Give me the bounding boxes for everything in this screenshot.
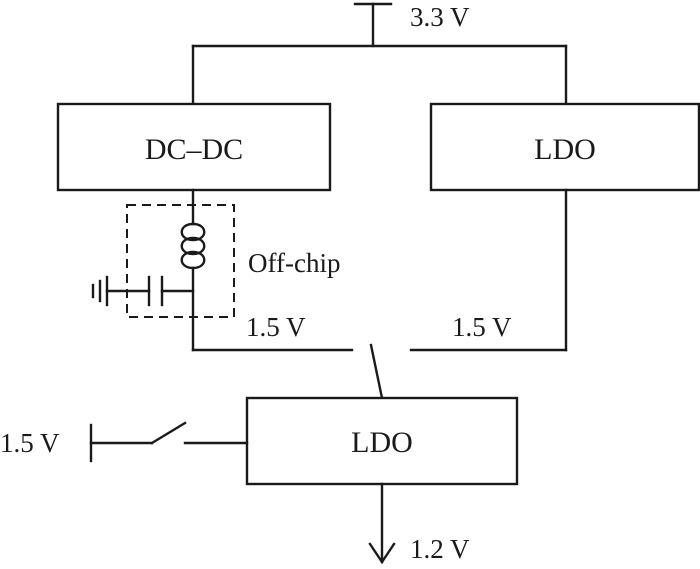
ground-icon bbox=[91, 275, 109, 307]
supply-bus bbox=[191, 44, 568, 106]
ldo-top-label: LDO bbox=[534, 133, 596, 166]
dcdc-label: DC–DC bbox=[145, 133, 243, 166]
inductor-icon bbox=[180, 188, 206, 352]
ldo-bottom-block bbox=[245, 396, 519, 486]
capacitor-icon bbox=[105, 275, 195, 307]
aux-input-switch-icon bbox=[89, 421, 249, 463]
off-chip-label: Off-chip bbox=[248, 248, 340, 278]
selector-switch-icon bbox=[369, 343, 384, 400]
supply-terminal bbox=[353, 2, 393, 48]
ldo-output-voltage-label: 1.5 V bbox=[452, 312, 512, 342]
aux-input-voltage-label: 1.5 V bbox=[0, 428, 60, 458]
ldo-bottom-label: LDO bbox=[351, 426, 413, 459]
supply-voltage-label: 3.3 V bbox=[410, 2, 470, 32]
output-arrow-icon bbox=[368, 482, 396, 565]
off-chip-region bbox=[126, 204, 235, 318]
dcdc-output-voltage-label: 1.5 V bbox=[246, 312, 306, 342]
output-voltage-label: 1.2 V bbox=[410, 534, 470, 564]
dcdc-block bbox=[56, 102, 332, 192]
